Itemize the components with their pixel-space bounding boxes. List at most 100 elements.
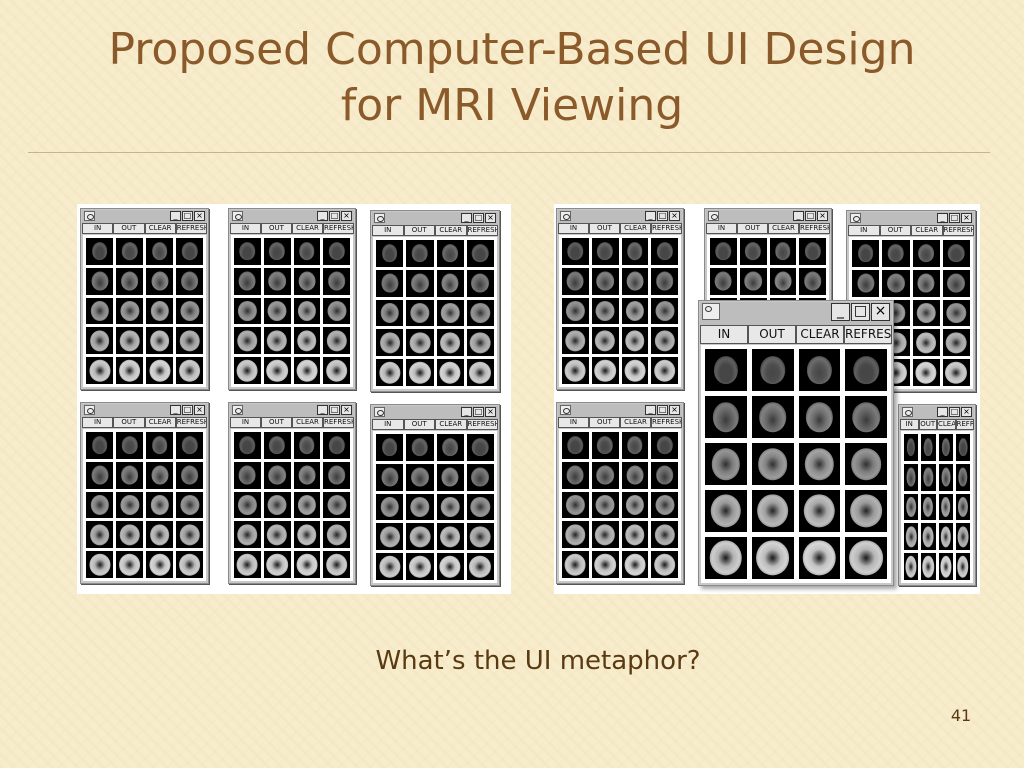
mri-slice-thumbnail[interactable] — [591, 461, 619, 489]
mri-slice-thumbnail[interactable] — [466, 493, 494, 521]
mri-slice-thumbnail[interactable] — [921, 434, 936, 461]
mri-slice-thumbnail[interactable] — [938, 463, 953, 491]
mri-slice-thumbnail[interactable] — [436, 269, 464, 297]
minimize-icon[interactable]: _ — [937, 407, 948, 417]
mri-slice-thumbnail[interactable] — [406, 269, 434, 297]
mri-slice-thumbnail[interactable] — [798, 349, 841, 391]
mri-slice-thumbnail[interactable] — [845, 443, 887, 485]
toolbar-button-in[interactable]: IN — [558, 417, 589, 428]
mri-slice-thumbnail[interactable] — [146, 357, 173, 384]
mri-slice-thumbnail[interactable] — [86, 357, 113, 384]
mri-slice-thumbnail[interactable] — [436, 240, 464, 267]
mri-slice-thumbnail[interactable] — [912, 329, 940, 357]
toolbar-button-clear[interactable]: CLEAR — [796, 325, 844, 344]
toolbar-button-in[interactable]: IN — [700, 325, 748, 344]
toolbar-button-clear[interactable]: CLEAR — [620, 417, 651, 428]
window-titlebar[interactable]: _□× — [230, 210, 354, 223]
maximize-icon[interactable]: □ — [949, 213, 960, 223]
mri-slice-thumbnail[interactable] — [955, 434, 970, 461]
mri-slice-thumbnail[interactable] — [955, 553, 970, 580]
mri-slice-thumbnail[interactable] — [710, 267, 737, 295]
minimize-icon[interactable]: _ — [461, 213, 472, 223]
mri-slice-thumbnail[interactable] — [562, 327, 589, 355]
window-titlebar[interactable]: _□× — [230, 404, 354, 417]
mri-slice-thumbnail[interactable] — [562, 267, 589, 295]
mri-slice-thumbnail[interactable] — [466, 434, 494, 461]
mri-slice-thumbnail[interactable] — [466, 329, 494, 357]
toolbar-button-in[interactable]: IN — [900, 419, 919, 430]
mri-slice-thumbnail[interactable] — [904, 463, 919, 491]
mri-slice-thumbnail[interactable] — [651, 238, 678, 265]
window-titlebar[interactable]: _□× — [558, 404, 682, 417]
mri-slice-thumbnail[interactable] — [86, 432, 113, 459]
window-titlebar[interactable]: _□× — [700, 302, 892, 325]
minimize-icon[interactable]: _ — [170, 405, 181, 415]
mri-slice-thumbnail[interactable] — [651, 491, 678, 519]
mri-slice-thumbnail[interactable] — [406, 493, 434, 521]
mri-slice-thumbnail[interactable] — [591, 297, 619, 325]
mri-slice-thumbnail[interactable] — [376, 299, 404, 327]
mri-slice-thumbnail[interactable] — [293, 521, 321, 549]
mri-slice-thumbnail[interactable] — [904, 493, 919, 521]
mri-slice-thumbnail[interactable] — [562, 461, 589, 489]
toolbar-button-in[interactable]: IN — [372, 225, 404, 236]
mri-slice-thumbnail[interactable] — [323, 297, 350, 325]
mri-slice-thumbnail[interactable] — [293, 267, 321, 295]
mri-slice-thumbnail[interactable] — [921, 463, 936, 491]
mri-slice-thumbnail[interactable] — [293, 238, 321, 265]
mri-slice-thumbnail[interactable] — [751, 490, 794, 532]
mri-slice-thumbnail[interactable] — [116, 432, 143, 459]
mri-slice-thumbnail[interactable] — [591, 491, 619, 519]
toolbar-button-out[interactable]: OUT — [737, 223, 768, 234]
mri-slice-thumbnail[interactable] — [146, 551, 173, 578]
mri-slice-thumbnail[interactable] — [176, 357, 203, 384]
toolbar-button-in[interactable]: IN — [372, 419, 404, 430]
mri-slice-thumbnail[interactable] — [176, 551, 203, 578]
toolbar-button-in[interactable]: IN — [706, 223, 737, 234]
toolbar-button-clear[interactable]: CLEAR — [435, 419, 467, 430]
mri-slice-thumbnail[interactable] — [146, 327, 173, 355]
window-titlebar[interactable]: _□× — [900, 406, 974, 419]
mri-slice-thumbnail[interactable] — [234, 551, 261, 578]
mri-slice-thumbnail[interactable] — [116, 521, 143, 549]
mri-slice-thumbnail[interactable] — [116, 491, 143, 519]
mri-slice-thumbnail[interactable] — [406, 329, 434, 357]
mri-slice-thumbnail[interactable] — [845, 490, 887, 532]
mri-slice-thumbnail[interactable] — [176, 238, 203, 265]
mri-slice-thumbnail[interactable] — [651, 432, 678, 459]
mri-slice-thumbnail[interactable] — [86, 521, 113, 549]
mri-slice-thumbnail[interactable] — [293, 357, 321, 384]
mri-slice-thumbnail[interactable] — [376, 359, 404, 386]
close-icon[interactable]: × — [961, 213, 972, 223]
toolbar-button-clear[interactable]: CLEAR — [144, 223, 176, 234]
maximize-icon[interactable]: □ — [657, 211, 668, 221]
toolbar-button-out[interactable]: OUT — [589, 417, 620, 428]
mri-slice-thumbnail[interactable] — [710, 238, 737, 265]
window-titlebar[interactable]: _□× — [372, 406, 498, 419]
mri-slice-thumbnail[interactable] — [739, 238, 767, 265]
mri-slice-thumbnail[interactable] — [562, 238, 589, 265]
mri-slice-thumbnail[interactable] — [234, 357, 261, 384]
mri-slice-thumbnail[interactable] — [436, 329, 464, 357]
maximize-icon[interactable]: □ — [473, 407, 484, 417]
mri-slice-thumbnail[interactable] — [769, 238, 797, 265]
mri-slice-thumbnail[interactable] — [234, 521, 261, 549]
mri-slice-thumbnail[interactable] — [146, 297, 173, 325]
mri-slice-thumbnail[interactable] — [705, 443, 747, 485]
toolbar-button-in[interactable]: IN — [230, 417, 261, 428]
mri-slice-thumbnail[interactable] — [621, 551, 649, 578]
mri-slice-thumbnail[interactable] — [912, 240, 940, 267]
toolbar-button-refresh[interactable]: REFRESH — [942, 225, 974, 236]
close-icon[interactable]: × — [485, 407, 496, 417]
close-icon[interactable]: × — [961, 407, 972, 417]
minimize-icon[interactable]: _ — [793, 211, 804, 221]
mri-slice-thumbnail[interactable] — [799, 267, 826, 295]
toolbar-button-refresh[interactable]: REFRESH — [844, 325, 892, 344]
mri-slice-thumbnail[interactable] — [466, 269, 494, 297]
mri-slice-thumbnail[interactable] — [263, 327, 291, 355]
